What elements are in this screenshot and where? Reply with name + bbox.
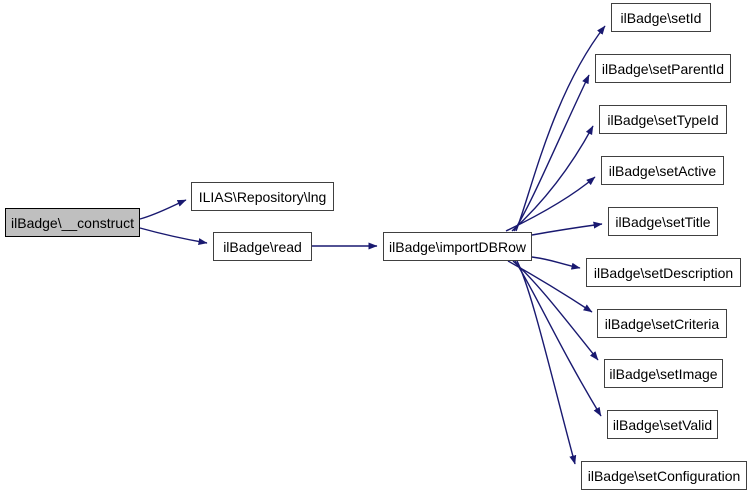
graph-node-setConfiguration[interactable]: ilBadge\setConfiguration (581, 461, 747, 490)
graph-node-label: ilBadge\__construct (11, 214, 134, 231)
graph-node-setParentId[interactable]: ilBadge\setParentId (595, 54, 731, 83)
graph-node-setId[interactable]: ilBadge\setId (611, 3, 711, 32)
graph-node-setTitle[interactable]: ilBadge\setTitle (608, 207, 718, 236)
graph-node-label: ilBadge\setTypeId (607, 111, 719, 128)
graph-node-lng[interactable]: ILIAS\Repository\lng (191, 182, 334, 211)
edge-importDBRow-to-setConfiguration (516, 260, 577, 465)
edge-importDBRow-to-setTypeId (511, 125, 594, 232)
graph-node-construct[interactable]: ilBadge\__construct (5, 208, 140, 237)
graph-node-label: ilBadge\setActive (608, 162, 717, 179)
edge-construct-to-lng (139, 199, 187, 220)
graph-node-setDescription[interactable]: ilBadge\setDescription (586, 258, 741, 287)
graph-node-label: ilBadge\setImage (609, 365, 718, 382)
graph-node-setActive[interactable]: ilBadge\setActive (601, 156, 724, 185)
graph-node-label: ilBadge\setParentId (601, 60, 725, 77)
edge-importDBRow-to-setActive (505, 176, 596, 232)
graph-node-importDBRow[interactable]: ilBadge\importDBRow (383, 232, 532, 261)
edge-importDBRow-to-setId (515, 25, 606, 232)
edge-importDBRow-to-setCriteria (507, 260, 593, 313)
graph-node-label: ilBadge\importDBRow (389, 238, 526, 255)
graph-node-setCriteria[interactable]: ilBadge\setCriteria (597, 309, 727, 338)
graph-node-setTypeId[interactable]: ilBadge\setTypeId (599, 105, 727, 134)
edge-construct-to-read (139, 227, 208, 246)
graph-node-label: ilBadge\setDescription (593, 264, 734, 281)
edge-importDBRow-to-setParentId (513, 74, 590, 232)
graph-node-label: ilBadge\setConfiguration (587, 467, 741, 484)
graph-node-label: ILIAS\Repository\lng (198, 188, 327, 205)
graph-node-label: ilBadge\setId (620, 9, 702, 26)
graph-node-label: ilBadge\setCriteria (604, 315, 720, 332)
graph-node-label: ilBadge\read (223, 238, 302, 255)
graph-node-setValid[interactable]: ilBadge\setValid (607, 410, 718, 439)
graph-node-setImage[interactable]: ilBadge\setImage (604, 359, 723, 388)
graph-node-read[interactable]: ilBadge\read (213, 232, 312, 261)
graph-node-label: ilBadge\setTitle (615, 213, 711, 230)
graph-node-label: ilBadge\setValid (612, 416, 713, 433)
edge-importDBRow-to-setTitle (531, 221, 603, 236)
edge-importDBRow-to-setDescription (531, 256, 581, 270)
